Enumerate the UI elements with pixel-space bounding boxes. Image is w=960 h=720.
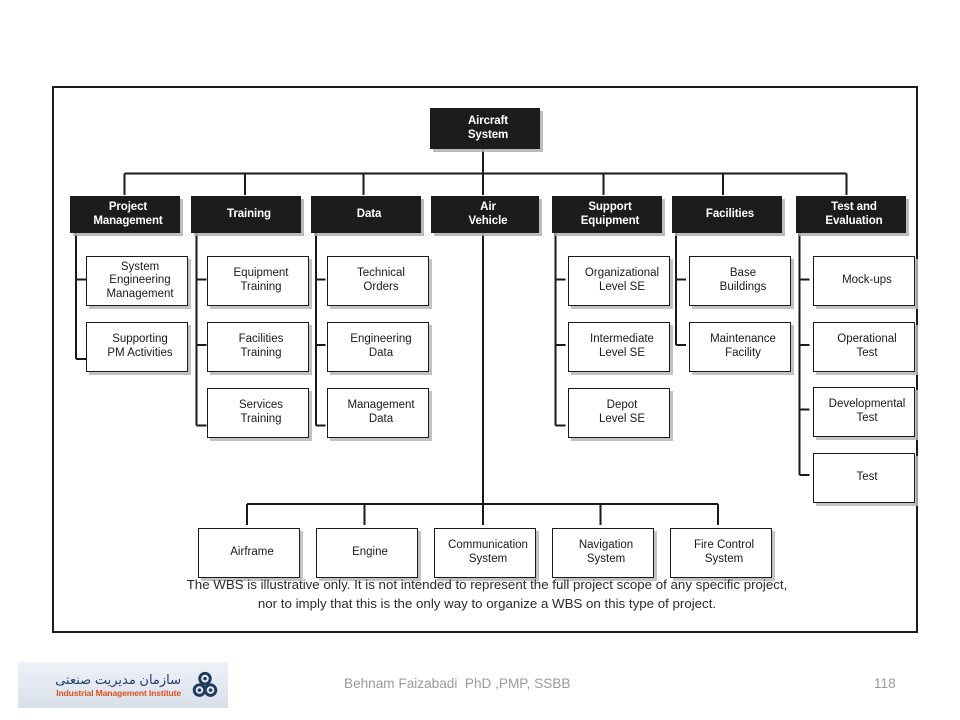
node-training[interactable]: Training	[191, 196, 301, 233]
node-line-2: Buildings	[719, 281, 767, 293]
node-organizational-level-se[interactable]: Organizational Level SE	[568, 256, 670, 306]
node-line-2: Orders	[363, 281, 399, 293]
node-communication-system[interactable]: Communication System	[434, 528, 536, 578]
node-air-vehicle[interactable]: Air Vehicle	[431, 196, 539, 233]
node-project-management[interactable]: Project Management	[70, 196, 180, 233]
node-line-1: Project	[108, 200, 148, 213]
node-line-1: Base	[729, 267, 757, 280]
node-intermediate-level-se[interactable]: Intermediate Level SE	[568, 322, 670, 372]
node-line-1: Communication	[448, 539, 528, 552]
node-line-1: Data	[356, 207, 382, 220]
footer-page-number: 118	[874, 676, 896, 691]
node-line-1: Air	[480, 200, 496, 213]
node-depot-level-se[interactable]: Depot Level SE	[568, 388, 670, 438]
node-base-buildings[interactable]: Base Buildings	[689, 256, 791, 306]
node-line-2: Training	[240, 413, 282, 425]
node-line-1: Fire Control	[693, 539, 755, 552]
node-line-1: Engineering	[350, 333, 412, 346]
node-line-1: Supporting	[112, 333, 168, 346]
node-aircraft-system[interactable]: Aircraft System	[430, 108, 540, 149]
node-line-1: Navigation	[578, 539, 634, 552]
node-line-1: Test and	[831, 200, 877, 213]
institute-logo: سازمان مدیریت صنعتی Industrial Managemen…	[18, 662, 228, 708]
node-line-1: Equipment	[233, 267, 289, 280]
logo-persian-name: سازمان مدیریت صنعتی	[55, 671, 181, 687]
node-line-2: PM Activities	[107, 347, 173, 359]
node-line-1: Maintenance	[710, 333, 776, 346]
wbs-caption: The WBS is illustrative only. It is not …	[94, 575, 880, 614]
node-line-1: Services	[238, 399, 284, 412]
node-line-1: Mock-ups	[842, 274, 892, 287]
slide-content-frame: Aircraft System Project Management Train…	[52, 86, 918, 633]
node-line-1: Engine	[352, 546, 388, 559]
node-line-2: System	[704, 553, 744, 565]
caption-line-1: The WBS is illustrative only. It is not …	[186, 577, 788, 592]
node-line-2: Training	[240, 281, 282, 293]
node-line-1: Test	[856, 471, 878, 484]
node-engineering-data[interactable]: Engineering Data	[327, 322, 429, 372]
node-line-1: Technical	[357, 267, 405, 280]
node-equipment-training[interactable]: Equipment Training	[207, 256, 309, 306]
node-line-2: Management	[93, 214, 163, 227]
node-maintenance-facility[interactable]: Maintenance Facility	[689, 322, 791, 372]
node-line-2: System	[468, 553, 508, 565]
node-airframe[interactable]: Airframe	[198, 528, 300, 578]
node-engine[interactable]: Engine	[316, 528, 418, 578]
node-line-2: Vehicle	[468, 214, 508, 227]
node-line-1: Support	[588, 200, 632, 213]
node-system-engineering-management[interactable]: System Engineering Management	[86, 256, 188, 306]
node-line-2: Level SE	[598, 347, 646, 359]
node-data[interactable]: Data	[311, 196, 421, 233]
node-services-training[interactable]: Services Training	[207, 388, 309, 438]
node-test-and-evaluation[interactable]: Test and Evaluation	[796, 196, 906, 233]
footer-credit: Behnam Faizabadi PhD ,PMP, SSBB	[344, 676, 571, 691]
logo-text-block: سازمان مدیریت صنعتی Industrial Managemen…	[55, 672, 181, 699]
node-mock-ups[interactable]: Mock-ups	[813, 256, 915, 306]
node-line-2: Test	[856, 347, 878, 359]
node-line-2: Data	[368, 413, 394, 425]
node-line-1: Facilities	[705, 207, 755, 220]
node-facilities-training[interactable]: Facilities Training	[207, 322, 309, 372]
wbs-diagram: Aircraft System Project Management Train…	[54, 88, 916, 631]
node-fire-control-system[interactable]: Fire Control System	[670, 528, 772, 578]
node-line-2: Data	[368, 347, 394, 359]
node-support-equipment[interactable]: Support Equipment	[552, 196, 662, 233]
node-supporting-pm-activities[interactable]: Supporting PM Activities	[86, 322, 188, 372]
node-line-1: Aircraft	[467, 114, 509, 127]
node-line-2: Level SE	[598, 413, 646, 425]
node-facilities[interactable]: Facilities	[672, 196, 782, 233]
node-line-1: System	[120, 260, 160, 273]
node-line-1: Management	[347, 399, 415, 412]
node-technical-orders[interactable]: Technical Orders	[327, 256, 429, 306]
node-developmental-test[interactable]: Developmental Test	[813, 387, 915, 437]
node-test[interactable]: Test	[813, 453, 915, 503]
node-line-3: Management	[106, 287, 174, 300]
node-line-1: Organizational	[584, 267, 660, 280]
triskelion-logo-icon	[192, 671, 218, 697]
node-management-data[interactable]: Management Data	[327, 388, 429, 438]
caption-line-2: nor to imply that this is the only way t…	[257, 596, 717, 612]
node-line-1: Developmental	[828, 398, 906, 411]
logo-english-name: Industrial Management Institute	[56, 687, 181, 698]
node-line-1: Training	[227, 207, 271, 220]
node-navigation-system[interactable]: Navigation System	[552, 528, 654, 578]
node-line-2: Engineering	[109, 274, 171, 287]
node-line-2: System	[586, 553, 626, 565]
node-line-1: Depot	[606, 399, 638, 412]
node-line-1: Intermediate	[590, 333, 654, 346]
node-line-1: Operational	[837, 333, 897, 346]
node-line-2: Equipment	[580, 214, 640, 227]
node-operational-test[interactable]: Operational Test	[813, 322, 915, 372]
node-line-2: Training	[240, 347, 282, 359]
node-line-2: Test	[856, 412, 878, 424]
node-line-2: Facility	[725, 347, 761, 359]
node-line-2: Evaluation	[825, 214, 883, 227]
node-line-2: System	[467, 128, 509, 141]
node-line-2: Level SE	[598, 281, 646, 293]
node-line-1: Airframe	[230, 546, 274, 559]
node-line-1: Facilities	[238, 333, 284, 346]
